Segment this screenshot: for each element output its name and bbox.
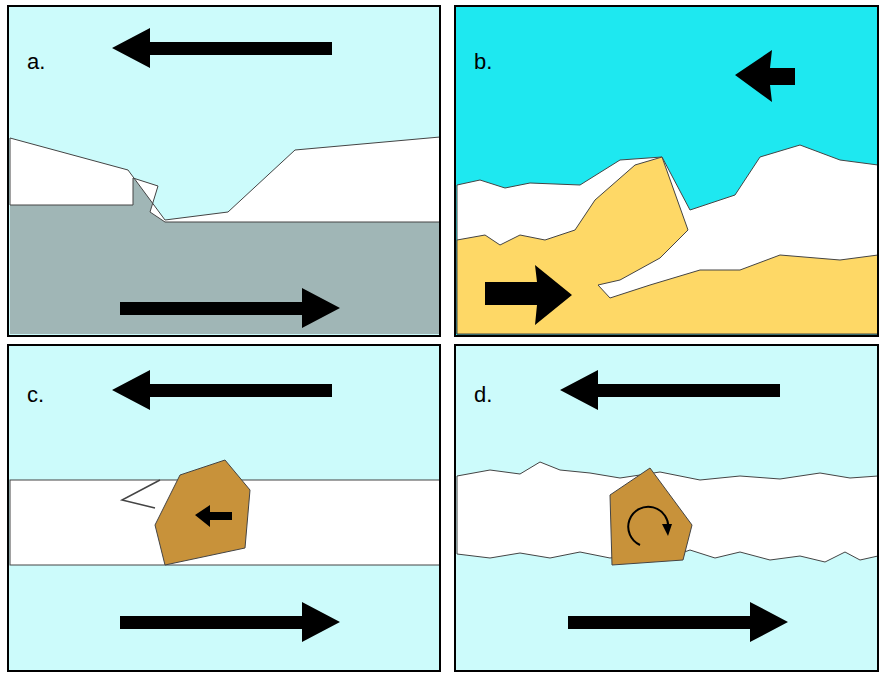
shear-arrow (735, 50, 795, 102)
ice-layer (457, 145, 878, 334)
water-ground (455, 6, 878, 336)
panel-letter: d. (474, 382, 492, 408)
clast (610, 468, 692, 565)
diagram-panel: b. (454, 5, 879, 337)
rotation-arrow-head (662, 524, 672, 536)
sediment-layer (457, 157, 878, 334)
panel-letter: a. (27, 49, 45, 75)
diagram-panel: d. (454, 344, 879, 672)
shear-arrow (120, 288, 340, 328)
motion-arrow (195, 505, 232, 527)
shear-arrow (112, 370, 332, 410)
water-ground (8, 6, 440, 336)
diagram-panel: a. (7, 5, 441, 337)
shear-arrow (485, 265, 572, 325)
panel-letter: b. (474, 49, 492, 75)
water-ground (8, 345, 440, 671)
shear-arrow (112, 28, 332, 68)
panel-letter: c. (27, 382, 44, 408)
clast (155, 460, 250, 565)
shear-arrow (568, 602, 788, 642)
diagram-panel: c. (7, 344, 441, 672)
shear-arrow (560, 370, 780, 410)
water-ground (455, 345, 878, 671)
ice-layer (10, 137, 440, 222)
crack (122, 480, 160, 508)
rotation-arrow (628, 507, 668, 545)
shear-arrow (120, 602, 340, 642)
